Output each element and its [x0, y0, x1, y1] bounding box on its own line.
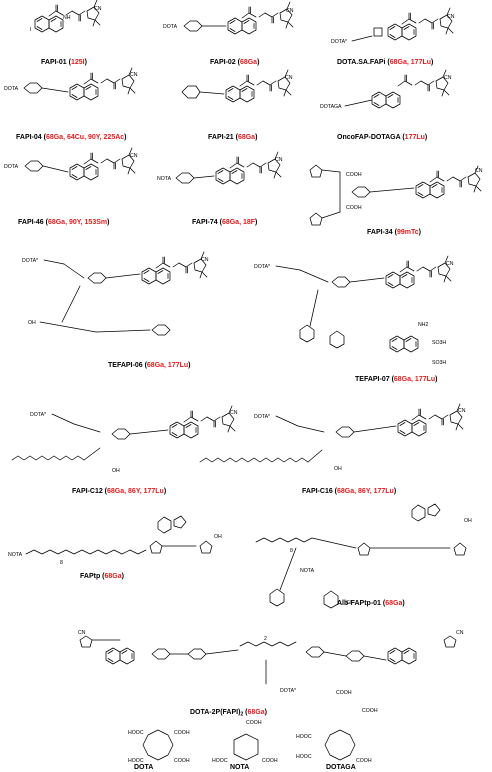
svg-text:DOTA: DOTA: [4, 164, 19, 170]
svg-text:OH: OH: [464, 518, 472, 524]
svg-text:CN: CN: [444, 75, 452, 81]
svg-text:COOH: COOH: [262, 758, 278, 764]
svg-text:CN: CN: [201, 257, 209, 263]
svg-text:OH: OH: [214, 534, 222, 540]
iodo-label: I: [30, 27, 31, 33]
caption-fapi34: FAPI-34 (99mTc): [367, 229, 421, 236]
svg-text:CN: CN: [446, 261, 454, 267]
caption-nota: NOTA: [230, 764, 249, 771]
svg-text:CN: CN: [475, 168, 483, 174]
svg-text:DOTA: DOTA: [163, 24, 178, 30]
svg-text:OH: OH: [112, 468, 120, 474]
svg-text:CN: CN: [458, 408, 466, 414]
structure-fapi46: DOTA CN: [4, 147, 138, 181]
svg-text:NH: NH: [63, 15, 71, 21]
svg-text:CN: CN: [456, 630, 464, 636]
caption-tefapi07: TEFAPI-07 (68Ga, 177Lu): [355, 376, 438, 383]
svg-text:CN: CN: [130, 72, 138, 78]
svg-text:DOTA*: DOTA*: [254, 264, 270, 270]
structure-albfaptp: 8 NOTA OH Cl: [255, 503, 472, 609]
svg-text:CN: CN: [230, 410, 238, 416]
caption-dotaga: DOTAGA: [326, 764, 356, 771]
svg-text:DOTAGA: DOTAGA: [320, 104, 342, 110]
svg-text:DOTA*: DOTA*: [254, 414, 270, 420]
svg-text:COOH: COOH: [356, 758, 372, 764]
caption-fapi02: FAPI-02 (68Ga): [210, 59, 259, 66]
svg-text:Cl: Cl: [346, 600, 351, 606]
caption-oncofap: OncoFAP-DOTAGA (177Lu): [337, 134, 427, 141]
svg-text:NOTA: NOTA: [8, 552, 23, 558]
structure-tefapi06: DOTA* CN OH: [22, 251, 209, 336]
svg-text:DOTA*: DOTA*: [280, 688, 296, 694]
svg-text:HOOC: HOOC: [296, 734, 312, 740]
structure-nota: COOH HOOC COOH: [212, 720, 278, 764]
caption-dota: DOTA: [134, 764, 153, 771]
svg-text:COOH: COOH: [174, 730, 190, 736]
structure-fapi74: NOTA CN: [157, 151, 283, 185]
svg-text:CN: CN: [130, 153, 138, 159]
structure-faptp: NOTA 8 OH: [8, 515, 222, 566]
structure-dota2p: CN 2 DOTA* CN: [78, 630, 464, 694]
structure-oncofap: DOTAGA CN: [320, 69, 452, 110]
structure-fapi01: I NH CN: [30, 0, 102, 33]
structure-dotasafapi: DOTA* CN: [331, 7, 455, 45]
svg-text:NOTA: NOTA: [157, 176, 172, 182]
svg-text:COOH: COOH: [336, 690, 352, 696]
svg-text:8: 8: [60, 560, 63, 566]
svg-text:HOOC: HOOC: [128, 758, 144, 764]
svg-text:COOH: COOH: [346, 172, 362, 178]
svg-text:COOH: COOH: [174, 758, 190, 764]
caption-fapi01: FAPI-01 (125I): [41, 59, 87, 66]
caption-tefapi06: TEFAPI-06 (68Ga, 177Lu): [108, 362, 191, 369]
svg-text:HOOC: HOOC: [296, 754, 312, 760]
svg-text:OH: OH: [334, 466, 342, 472]
structure-fapic16: DOTA* CN OH: [199, 403, 466, 472]
structure-dota: HOOC COOH HOOC COOH: [128, 729, 190, 764]
caption-fapic16: FAPI-C16 (68Ga, 86Y, 177Lu): [302, 488, 396, 495]
structure-tefapi07: DOTA* CN NH2 SO3H SO3H: [254, 255, 454, 366]
svg-text:DOTA*: DOTA*: [331, 39, 347, 45]
caption-dotasafapi: DOTA.SA.FAPi (68Ga, 177Lu): [337, 59, 433, 66]
caption-dota2p: DOTA-2P(FAPI)2 (68Ga): [190, 709, 267, 718]
structure-fapi34: COOH COOH CN: [309, 164, 483, 226]
caption-fapi04: FAPI-04 (68Ga, 64Cu, 90Y, 225Ac): [16, 134, 127, 141]
svg-text:CN: CN: [78, 630, 86, 636]
svg-text:NOTA: NOTA: [300, 568, 315, 574]
svg-text:CN: CN: [275, 157, 283, 163]
svg-text:NH2: NH2: [418, 322, 428, 328]
svg-text:OH: OH: [28, 320, 36, 326]
svg-text:COOH: COOH: [246, 720, 262, 726]
caption-fapi74: FAPI-74 (68Ga, 18F): [192, 219, 257, 226]
svg-text:HOOC: HOOC: [212, 758, 228, 764]
structure-fapi21: CN: [181, 69, 293, 103]
structure-fapi02: DOTA CN: [163, 1, 294, 35]
svg-text:CN: CN: [285, 75, 293, 81]
svg-text:CN: CN: [447, 14, 455, 20]
structure-fapi04: DOTA CN: [4, 67, 138, 101]
svg-text:CN: CN: [286, 8, 294, 14]
caption-fapic12: FAPI-C12 (68Ga, 86Y, 177Lu): [72, 488, 166, 495]
svg-text:SO3H: SO3H: [432, 340, 446, 346]
svg-text:COOH: COOH: [362, 708, 378, 714]
structure-dotaga: COOH COOH HOOC HOOC COOH: [296, 690, 378, 764]
svg-text:HOOC: HOOC: [128, 730, 144, 736]
caption-faptp: FAPtp (68Ga): [80, 573, 124, 580]
svg-text:DOTA: DOTA: [4, 86, 19, 92]
svg-text:CN: CN: [94, 6, 102, 12]
structure-fapic12: DOTA* CN OH: [11, 405, 238, 474]
svg-text:SO3H: SO3H: [432, 360, 446, 366]
svg-text:2: 2: [264, 636, 267, 642]
svg-text:DOTA*: DOTA*: [30, 412, 46, 418]
caption-albfaptp: Alb-FAPtp-01 (68Ga): [337, 600, 405, 607]
svg-text:COOH: COOH: [346, 205, 362, 211]
svg-text:DOTA*: DOTA*: [22, 258, 38, 264]
svg-text:8: 8: [290, 548, 293, 554]
caption-fapi46: FAPI-46 (68Ga, 90Y, 153Sm): [18, 219, 109, 226]
caption-fapi21: FAPI-21 (68Ga): [208, 134, 257, 141]
